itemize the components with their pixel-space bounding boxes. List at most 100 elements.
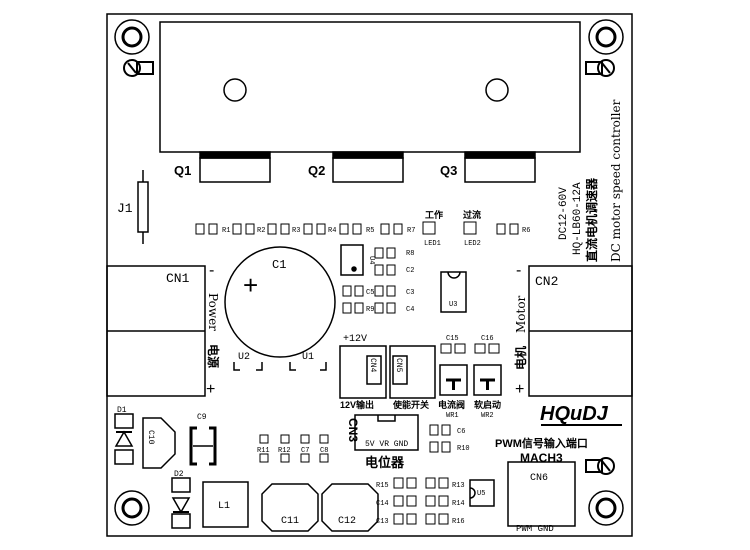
c1-footprint (224, 246, 336, 358)
c1-label: C1 (272, 258, 286, 272)
c4-label: C4 (406, 306, 414, 314)
heatsink-hole-right (485, 78, 509, 102)
u4-label: U4 (367, 256, 375, 264)
r15-label: R15 (376, 482, 389, 490)
q2-label: Q2 (308, 163, 325, 178)
r3-label: R3 (292, 227, 300, 235)
power-label-zh: 电源 (206, 344, 221, 368)
r14-label: R14 (452, 500, 465, 508)
q1-footprint (199, 157, 271, 183)
c12-footprint (321, 483, 379, 532)
mounting-hole-bl (114, 490, 150, 526)
cn3-footprint (354, 414, 419, 451)
side-title-en: DC motor speed controller (609, 99, 623, 262)
j1-label: J1 (117, 201, 133, 216)
led1-label: LED1 (424, 240, 441, 248)
c3-label: C3 (406, 289, 414, 297)
u4-footprint (340, 244, 364, 276)
l1-footprint (202, 481, 249, 528)
q1-label: Q1 (174, 163, 191, 178)
soft-start-label: 软启动 (474, 399, 501, 410)
u1-label: U1 (302, 352, 314, 363)
q3-label: Q3 (440, 163, 457, 178)
motor-label-zh: 电机 (513, 346, 528, 370)
r12-label: R12 (278, 447, 291, 455)
r4-label: R4 (328, 227, 336, 235)
c8-label: C8 (320, 447, 328, 455)
q3-footprint (464, 157, 536, 183)
side-model-label: HQ-LB60-12A (572, 182, 584, 255)
screw-icon (585, 457, 615, 475)
r8-label: R8 (406, 250, 414, 258)
r5-label: R5 (366, 227, 374, 235)
wr1-label: WR1 (446, 412, 459, 420)
cn6-footprint (507, 461, 576, 527)
heatsink-hole-left (223, 78, 247, 102)
c11-label: C11 (281, 516, 299, 527)
power-label: Power (206, 293, 220, 331)
cn4-label: CN4 (368, 358, 377, 373)
out12v-label: 12V输出 (340, 399, 374, 410)
r6-label: R6 (522, 227, 530, 235)
enable-label: 使能开关 (392, 399, 429, 410)
mach3-label: MACH3 (520, 451, 563, 465)
r13-label: R13 (452, 482, 465, 490)
r7-label: R7 (407, 227, 415, 235)
cn2-label: CN2 (535, 274, 558, 289)
heatsink (159, 21, 581, 153)
cn2-minus: - (516, 262, 521, 279)
mounting-hole-br (588, 490, 624, 526)
c15-label: C15 (446, 335, 459, 343)
c11-footprint (261, 483, 319, 532)
cn1-plus: + (206, 381, 215, 398)
cn3-pins-label: 5V VR GND (365, 440, 408, 449)
motor-label: Motor (514, 295, 528, 333)
c7-label: C7 (301, 447, 309, 455)
c1-plus: + (243, 270, 258, 300)
c9-label: C9 (197, 413, 207, 422)
u5-label: U5 (477, 490, 485, 498)
u2-label: U2 (238, 352, 250, 363)
pwm-input-label: PWM信号输入端口 (495, 436, 588, 450)
mounting-hole-tr (588, 19, 624, 55)
u3-footprint (440, 271, 467, 313)
j1-footprint (137, 181, 149, 233)
led1-function-label: 工作 (425, 209, 443, 220)
l1-label: L1 (218, 501, 230, 512)
r10-label: R10 (457, 445, 470, 453)
r2-label: R2 (257, 227, 265, 235)
current-limit-label: 电流阀 (438, 399, 465, 410)
cn6-label: CN6 (530, 473, 548, 484)
cn1-label: CN1 (166, 271, 190, 286)
c16-label: C16 (481, 335, 494, 343)
potentiometer-label: 电位器 (365, 455, 405, 470)
c9-footprint (189, 426, 217, 466)
led2-label: LED2 (464, 240, 481, 248)
c5-label: C5 (366, 289, 374, 297)
brand-logo: HQuDJ (540, 403, 609, 425)
screw-icon (123, 59, 154, 77)
cn4-footprint (339, 345, 387, 399)
wr2-label: WR2 (481, 412, 494, 420)
led2-function-label: 过流 (463, 209, 481, 220)
r16-label: R16 (452, 518, 465, 526)
c14-label: C14 (376, 500, 389, 508)
c10-footprint (142, 417, 176, 469)
r1-label: R1 (222, 227, 230, 235)
c6-label: C6 (457, 428, 465, 436)
cn3-label: CN3 (346, 418, 360, 442)
cn5-footprint (389, 345, 436, 399)
c2-label: C2 (406, 267, 414, 275)
cn1-minus: - (209, 262, 214, 279)
d1-label: D1 (117, 406, 127, 415)
r11-label: R11 (257, 447, 270, 455)
u3-label: U3 (449, 301, 457, 309)
resistor-row (195, 221, 519, 235)
mounting-hole-tl (114, 19, 150, 55)
d2-footprint (171, 477, 191, 529)
u5-footprint (469, 479, 495, 507)
screw-icon (585, 59, 615, 77)
c13-label: C13 (376, 518, 389, 526)
q2-footprint (332, 157, 404, 183)
